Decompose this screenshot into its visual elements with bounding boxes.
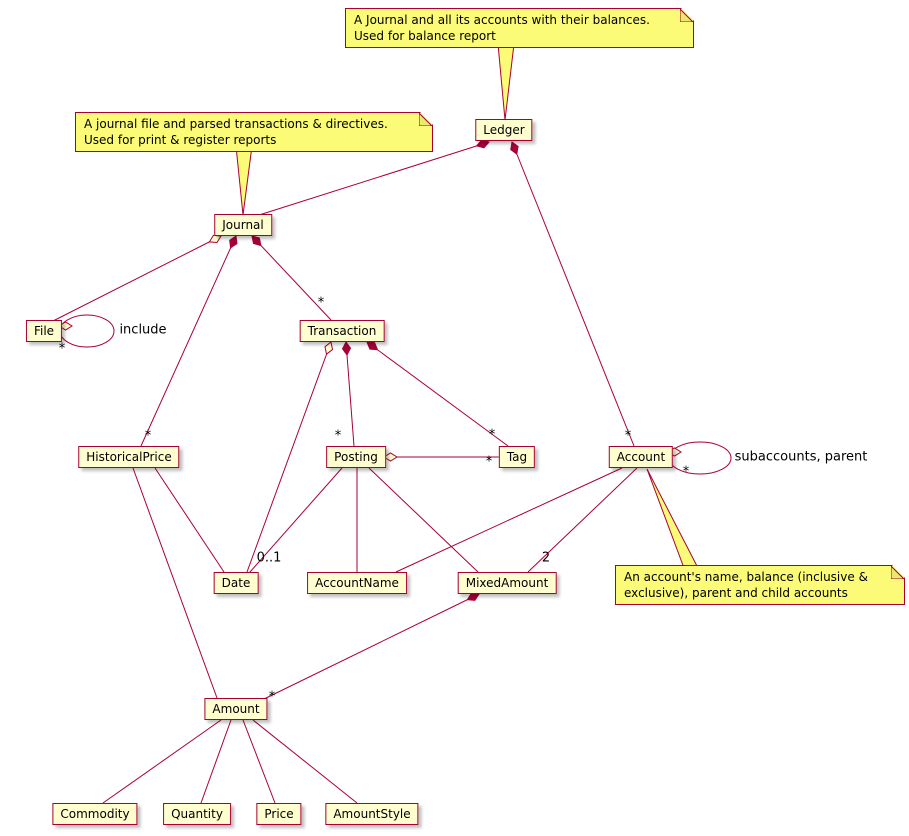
edge-label-posting-tag: * — [485, 454, 493, 470]
edge-posting-mixedamount — [368, 467, 479, 573]
edge-account-mixedamount — [527, 467, 638, 573]
edge-label-account-mixedamount: 2 — [541, 550, 551, 566]
class-node-date: Date — [213, 572, 259, 594]
note-text-line: A journal file and parsed transactions &… — [84, 117, 388, 131]
uml-open-diamond — [208, 234, 222, 244]
class-node-posting: Posting — [326, 446, 386, 468]
class-node-transaction: Transaction — [299, 320, 385, 342]
edge-journal-transaction — [251, 235, 332, 321]
class-node-file: File — [25, 320, 63, 342]
uml-filled-diamond — [366, 341, 379, 351]
edge-label-posting-date: 0..1 — [256, 550, 282, 566]
class-node-historicalprice: HistoricalPrice — [78, 446, 180, 468]
note-fold-corner-icon — [891, 566, 904, 579]
uml-open-diamond — [324, 341, 334, 356]
class-node-commodity: Commodity — [52, 803, 138, 825]
note-pointer-account-note — [646, 468, 699, 569]
edge-mixedamount-amount — [261, 593, 480, 701]
edge-historicalprice-amount — [132, 467, 218, 699]
class-node-journal: Journal — [214, 214, 272, 236]
edge-label-mixedamount-amount: * — [268, 689, 276, 705]
note-text-line: A Journal and all its accounts with thei… — [354, 13, 650, 27]
class-node-price: Price — [256, 803, 302, 825]
note-text-line: Used for balance report — [354, 29, 496, 43]
edge-posting-date — [249, 467, 343, 573]
class-node-amount: Amount — [204, 698, 268, 720]
class-node-ledger: Ledger — [475, 119, 533, 141]
class-node-amountstyle: AmountStyle — [325, 803, 419, 825]
uml-filled-diamond — [466, 592, 480, 601]
uml-filled-diamond — [229, 235, 238, 249]
edge-label-transaction-posting: * — [334, 428, 342, 444]
edge-label-journal-historicalprice: * — [144, 428, 152, 444]
edge-label-journal-transaction: * — [317, 295, 325, 311]
edge-journal-file — [52, 235, 222, 322]
edge-account-accountname — [395, 467, 623, 573]
edge-journal-historicalprice — [140, 235, 237, 447]
edge-ledger-journal — [255, 141, 490, 217]
edge-label-ledger-account: * — [624, 428, 632, 444]
edge-amount-amountstyle — [252, 719, 358, 804]
note-account-note: An account's name, balance (inclusive & e… — [615, 565, 905, 605]
note-journal-note: A journal file and parsed transactions &… — [75, 112, 433, 152]
class-node-account: Account — [608, 446, 674, 468]
uml-filled-diamond — [341, 341, 352, 356]
note-pointer-ledger-note — [497, 43, 515, 121]
edge-file-include-loop — [59, 314, 115, 348]
edge-amount-commodity — [102, 719, 222, 804]
edge-transaction-posting — [345, 341, 355, 447]
class-node-quantity: Quantity — [163, 803, 231, 825]
edge-label-account-subaccounts-loop: * — [682, 464, 690, 480]
edge-transaction-date — [246, 341, 332, 573]
edge-historicalprice-date — [154, 467, 225, 573]
class-node-tag: Tag — [498, 446, 536, 468]
edge-ledger-account — [511, 141, 635, 447]
note-text-line: exclusive), parent and child accounts — [624, 586, 848, 600]
note-text-line: Used for print & register reports — [84, 133, 277, 147]
uml-filled-diamond — [475, 139, 490, 149]
edge-transaction-tag — [366, 341, 509, 447]
edge-label-file-include-loop: include — [119, 322, 167, 338]
note-pointer-journal-note — [235, 145, 253, 216]
uml-filled-diamond — [251, 235, 262, 247]
edge-account-subaccounts-loop — [668, 441, 732, 475]
note-fold-corner-icon — [680, 9, 693, 22]
edge-label-account-subaccounts-loop: subaccounts, parent — [734, 449, 868, 465]
edge-label-transaction-tag: * — [488, 427, 496, 443]
class-node-accountname: AccountName — [307, 572, 407, 594]
uml-open-diamond — [383, 452, 398, 462]
edge-amount-quantity — [200, 719, 232, 804]
uml-filled-diamond — [510, 141, 519, 155]
note-fold-corner-icon — [419, 113, 432, 126]
edge-label-file-include-loop: * — [58, 341, 66, 357]
uml-open-diamond — [58, 321, 73, 331]
note-ledger-note: A Journal and all its accounts with thei… — [345, 8, 694, 48]
class-node-mixedamount: MixedAmount — [457, 572, 557, 594]
note-text-line: An account's name, balance (inclusive & — [624, 570, 868, 584]
edge-amount-price — [242, 719, 276, 804]
